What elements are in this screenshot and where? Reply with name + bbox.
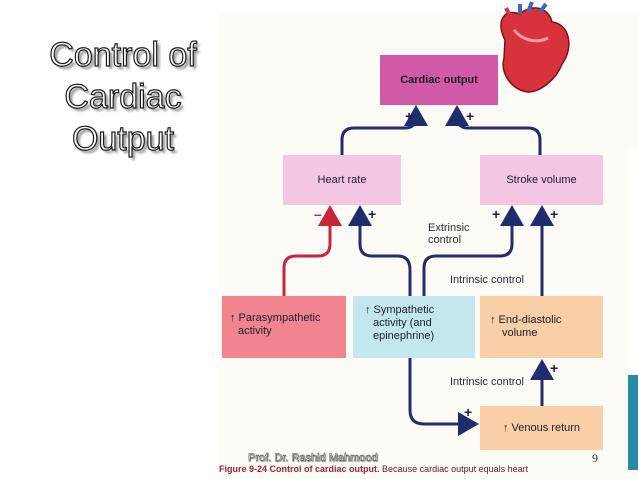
caption-label: Figure 9-24 [219, 464, 268, 474]
arrow-symp-to-vr [408, 358, 479, 436]
caption-text: Because cardiac output equals heart [382, 464, 529, 474]
sign-sv-left: + [492, 206, 501, 222]
intrinsic-control-label-1: Intrinsic control [450, 274, 524, 286]
sign-edv-plus: + [550, 360, 559, 376]
arrow-symp-to-hr [348, 205, 412, 296]
slide-number: 9 [592, 451, 598, 465]
author-footer: Prof. Dr. Rashid Mahmood [248, 452, 378, 464]
venous-return-box: ↑ Venous return [480, 406, 603, 450]
page-edge-strip [628, 150, 638, 375]
title-line-2: Cardiac [64, 77, 182, 116]
arrow-symp-to-sv [422, 205, 524, 296]
extrinsic-control-label: Extrinsic control [428, 222, 470, 246]
arrow-sv-to-co [445, 105, 542, 155]
figure-caption: Figure 9-24 Control of cardiac output. B… [219, 464, 528, 474]
sign-co-left: + [405, 108, 414, 124]
sign-hr-plus: + [368, 206, 377, 222]
sympathetic-box: ↑ Sympathetic activity (and epinephrine) [353, 296, 475, 358]
sign-sv-right: + [550, 206, 559, 222]
sign-hr-minus: – [314, 206, 322, 222]
intrinsic-control-label-2: Intrinsic control [450, 376, 524, 388]
heart-icon [500, 1, 570, 93]
caption-title: Control of cardiac output. [269, 464, 380, 474]
slide-title: Control of Cardiac Output [28, 34, 218, 160]
extrinsic-line-2: control [428, 234, 462, 246]
heart-rate-box: Heart rate [283, 155, 401, 205]
sympathetic-line-3: epinephrine) [373, 330, 435, 342]
sympathetic-line-2: activity (and [373, 317, 432, 329]
cardiac-output-box: Cardiac output [380, 55, 498, 105]
arrow-para-to-hr [282, 205, 342, 296]
parasympathetic-line-1: ↑ Parasympathetic [230, 312, 321, 324]
sympathetic-line-1: ↑ Sympathetic [365, 304, 435, 316]
end-diastolic-line-1: ↑ End-diastolic [490, 314, 562, 326]
stroke-volume-box: Stroke volume [480, 155, 603, 205]
sign-vr-plus: + [464, 404, 473, 420]
title-line-3: Output [71, 119, 175, 158]
end-diastolic-box: ↑ End-diastolic volume [480, 296, 603, 358]
extrinsic-line-1: Extrinsic [428, 222, 470, 234]
parasympathetic-box: ↑ Parasympathetic activity [222, 296, 346, 358]
page-edge-strip-blue [628, 375, 638, 470]
sign-co-right: + [466, 108, 475, 124]
parasympathetic-line-2: activity [238, 325, 272, 337]
arrow-hr-to-co [340, 105, 428, 155]
end-diastolic-line-2: volume [502, 327, 538, 339]
title-line-1: Control of [49, 35, 198, 74]
